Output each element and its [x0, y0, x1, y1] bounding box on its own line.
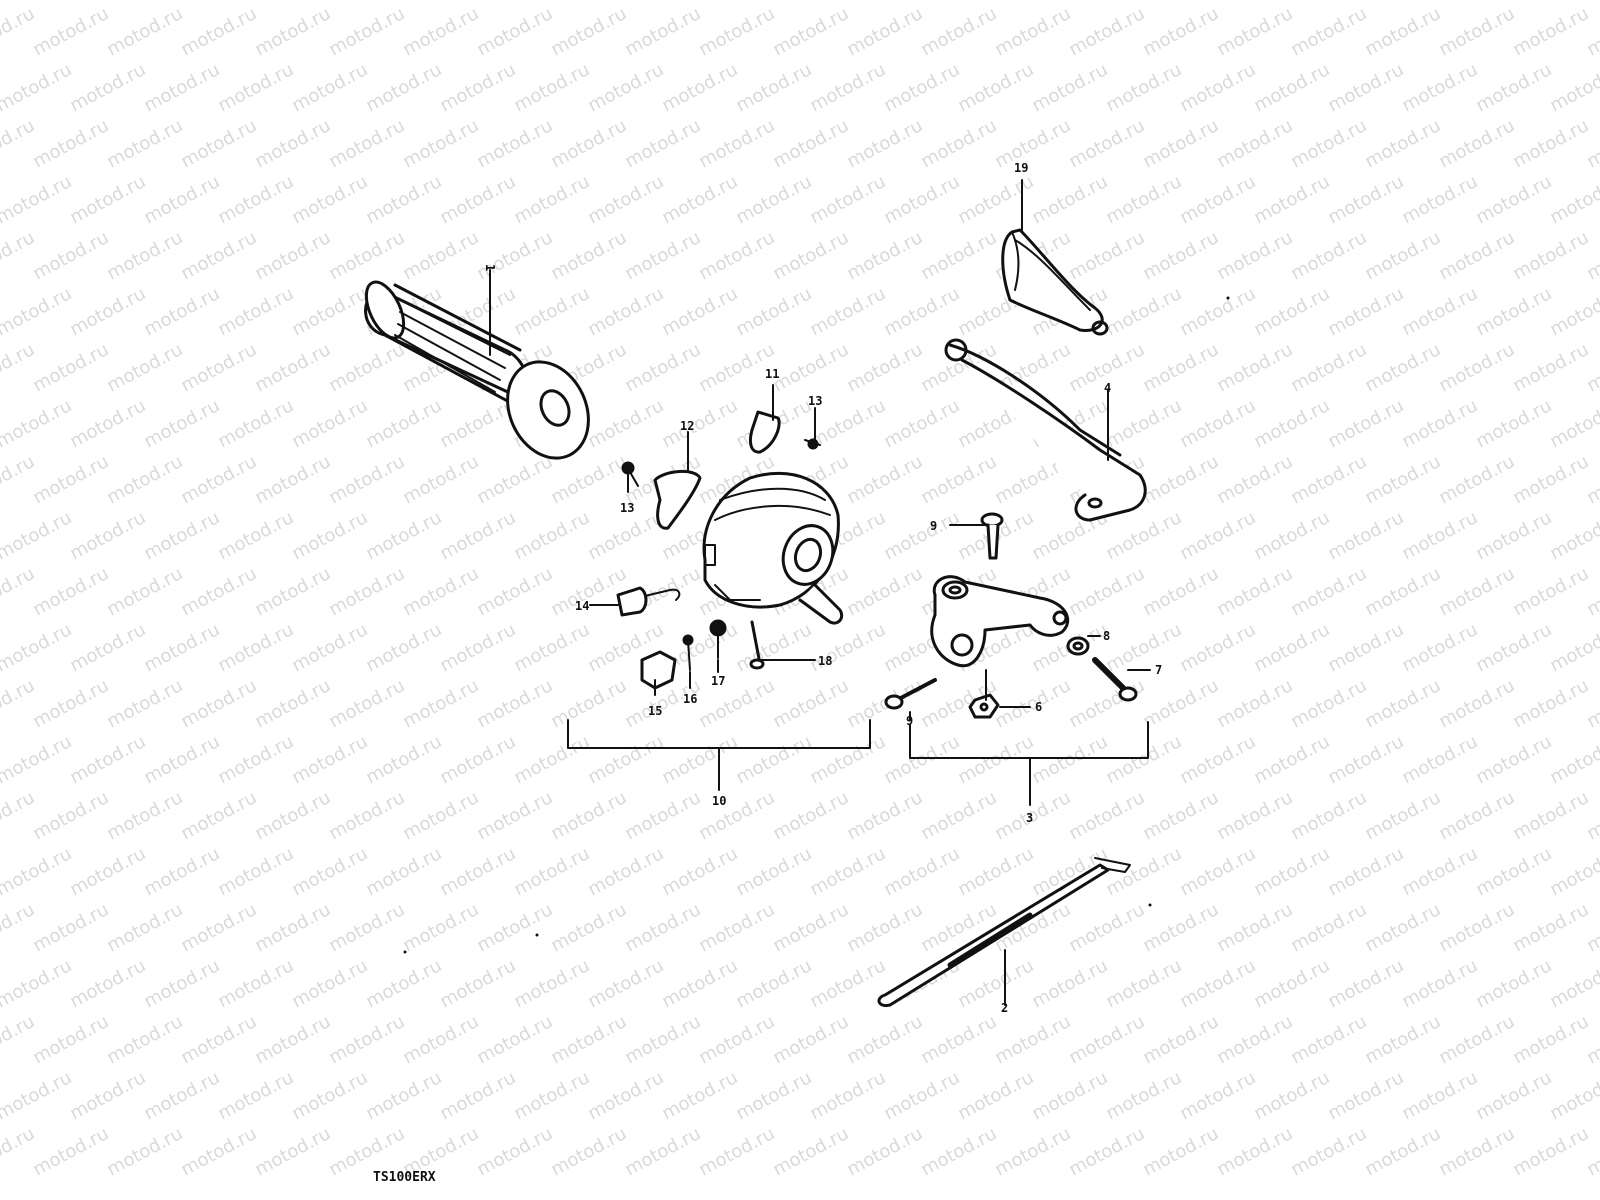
pin-16: [682, 634, 694, 671]
lever-part: [944, 338, 1147, 522]
switch-knob-11: [748, 410, 781, 454]
callout-13b: 13: [620, 501, 634, 515]
terminal-14: [616, 586, 681, 617]
callout-4: 4: [1104, 381, 1111, 395]
callout-1: 1: [483, 264, 497, 271]
callout-9b: 9: [906, 714, 913, 728]
callout-15: 15: [648, 704, 662, 718]
callout-labels: 1 2 3 4 6 7 8 9 9 10 11 12 13 13 14 15 1…: [483, 161, 1162, 1015]
callout-8: 8: [1103, 629, 1110, 643]
washer-8: [1066, 636, 1090, 656]
screw-13b: [621, 461, 639, 487]
screw-13a: [804, 438, 821, 450]
callout-13a: 13: [808, 394, 822, 408]
callout-9a: 9: [930, 519, 937, 533]
cable-tie-part: [877, 857, 1131, 1008]
callout-10: 10: [712, 794, 726, 808]
callout-14: 14: [575, 599, 589, 613]
lever-bracket-part: [930, 575, 1070, 668]
callout-19: 19: [1014, 161, 1028, 175]
callout-6: 6: [1035, 700, 1042, 714]
lever-cover-part: [1001, 228, 1109, 336]
callout-16: 16: [683, 692, 697, 706]
callout-3: 3: [1026, 811, 1033, 825]
callout-7: 7: [1155, 663, 1162, 677]
bolt-5: [980, 512, 1004, 560]
model-code: TS100ERX: [373, 1170, 436, 1185]
bolt-9: [884, 678, 937, 710]
callout-12: 12: [680, 419, 694, 433]
callout-17: 17: [711, 674, 725, 688]
screw-17: [709, 619, 727, 659]
leader-lines: [489, 179, 1151, 1006]
nut-6: [968, 693, 1000, 719]
screw-18: [749, 620, 765, 670]
bolt-7: [1092, 657, 1138, 702]
callout-11: 11: [765, 367, 779, 381]
switch-knob-12: [653, 470, 702, 530]
grip-part: [364, 280, 590, 460]
callout-2: 2: [1001, 1001, 1008, 1015]
callout-18: 18: [818, 654, 832, 668]
switch-housing-part: [702, 471, 844, 625]
cap-15: [640, 650, 677, 690]
